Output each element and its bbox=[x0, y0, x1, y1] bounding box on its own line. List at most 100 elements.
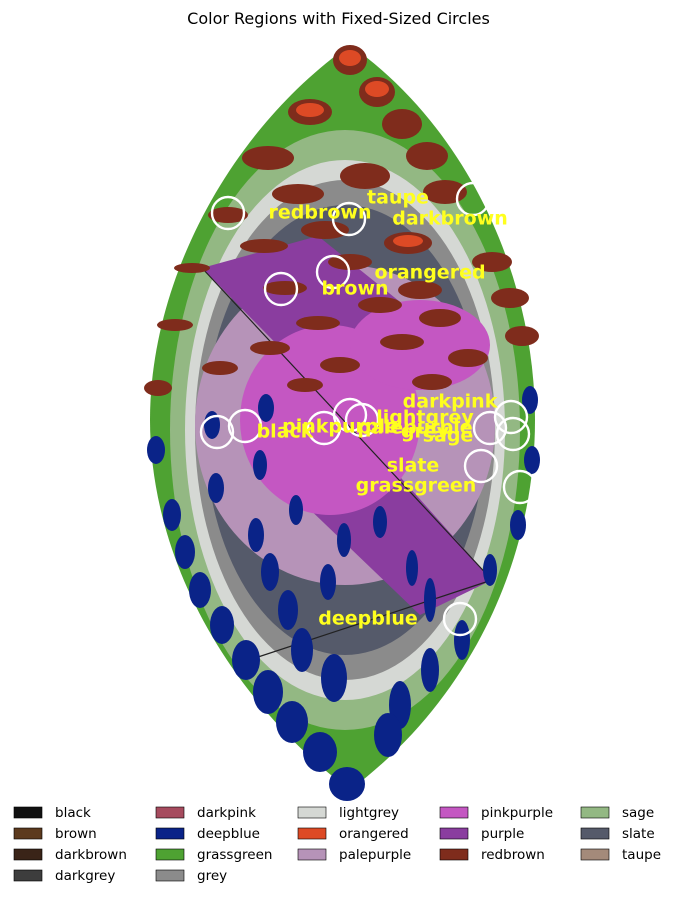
capsule bbox=[242, 146, 294, 170]
capsule bbox=[524, 446, 540, 474]
capsule bbox=[374, 713, 402, 757]
legend-swatch bbox=[155, 806, 185, 819]
region-label-orangered: orangered bbox=[374, 262, 485, 284]
circle-marker bbox=[493, 399, 529, 435]
capsule bbox=[202, 361, 238, 375]
legend-item-darkpink: darkpink bbox=[155, 805, 256, 821]
capsule bbox=[491, 288, 529, 308]
capsule bbox=[423, 180, 467, 204]
upper-capsules bbox=[144, 45, 539, 396]
legend-swatch bbox=[155, 869, 185, 882]
capsule bbox=[208, 207, 248, 223]
circle-marker bbox=[442, 601, 478, 637]
legend-item-darkbrown: darkbrown bbox=[13, 847, 127, 863]
capsule bbox=[157, 319, 193, 331]
circle-marker bbox=[263, 271, 299, 307]
legend-label: slate bbox=[622, 826, 655, 842]
legend-item-orangered: orangered bbox=[297, 826, 409, 842]
region-label-brown: brown bbox=[321, 278, 388, 300]
capsule bbox=[147, 436, 165, 464]
capsule bbox=[329, 767, 365, 801]
legend-item-slate: slate bbox=[580, 826, 655, 842]
capsule bbox=[296, 316, 340, 330]
capsule bbox=[240, 239, 288, 253]
capsule bbox=[380, 334, 424, 350]
circle-marker bbox=[344, 402, 380, 438]
legend-swatch bbox=[13, 869, 43, 882]
capsule bbox=[358, 297, 402, 313]
capsule bbox=[289, 495, 303, 525]
legend-item-lightgrey: lightgrey bbox=[297, 805, 399, 821]
circle-marker bbox=[495, 416, 531, 452]
capsule bbox=[406, 142, 448, 170]
legend-swatch bbox=[297, 806, 327, 819]
capsule bbox=[278, 590, 298, 630]
region-label-pinkpurple: pinkpurple bbox=[282, 416, 398, 438]
legend-swatch bbox=[155, 848, 185, 861]
region-label-taupe: taupe bbox=[367, 187, 429, 209]
legend-item-purple: purple bbox=[439, 826, 524, 842]
legend-label: palepurple bbox=[339, 847, 411, 863]
capsule bbox=[337, 523, 351, 557]
capsule bbox=[258, 394, 274, 422]
legend-swatch bbox=[439, 848, 469, 861]
capsule bbox=[522, 386, 538, 414]
legend-label: purple bbox=[481, 826, 524, 842]
capsule bbox=[174, 263, 210, 273]
capsule bbox=[263, 281, 307, 295]
lower-capsules bbox=[147, 386, 540, 801]
legend-label: lightgrey bbox=[339, 805, 399, 821]
legend-swatch bbox=[297, 848, 327, 861]
capsule bbox=[448, 349, 488, 367]
legend-item-darkgrey: darkgrey bbox=[13, 868, 115, 884]
legend-label: taupe bbox=[622, 847, 661, 863]
legend-item-taupe: taupe bbox=[580, 847, 661, 863]
region-label-slate: slate bbox=[387, 455, 440, 477]
legend-label: darkpink bbox=[197, 805, 256, 821]
capsule bbox=[276, 701, 308, 743]
capsule bbox=[189, 572, 211, 608]
chart-title: Color Regions with Fixed-Sized Circles bbox=[187, 9, 490, 28]
capsule bbox=[412, 374, 452, 390]
capsule bbox=[421, 648, 439, 692]
legend-label: pinkpurple bbox=[481, 805, 553, 821]
capsule bbox=[510, 510, 526, 540]
legend-swatch bbox=[297, 827, 327, 840]
legend-label: brown bbox=[55, 826, 97, 842]
legend-item-black: black bbox=[13, 805, 91, 821]
legend-swatch bbox=[580, 848, 610, 861]
capsule bbox=[321, 654, 347, 702]
capsule bbox=[253, 670, 283, 714]
legend-label: orangered bbox=[339, 826, 409, 842]
capsule bbox=[505, 326, 539, 346]
capsule bbox=[472, 252, 512, 272]
capsule bbox=[365, 81, 389, 97]
legend-swatch bbox=[13, 806, 43, 819]
capsule bbox=[248, 518, 264, 552]
legend-label: darkbrown bbox=[55, 847, 127, 863]
region-label-palepurple: palepurple bbox=[357, 417, 472, 439]
capsule bbox=[210, 606, 234, 644]
region-label-black: black bbox=[257, 421, 314, 443]
legend-item-pinkpurple: pinkpurple bbox=[439, 805, 553, 821]
capsule bbox=[398, 281, 442, 299]
capsule bbox=[208, 473, 224, 503]
legend-label: deepblue bbox=[197, 826, 260, 842]
legend-label: redbrown bbox=[481, 847, 545, 863]
capsule bbox=[419, 309, 461, 327]
legend-item-grassgreen: grassgreen bbox=[155, 847, 272, 863]
legend: black brown darkbrown darkgrey darkpink deepb… bbox=[13, 805, 661, 884]
capsule bbox=[373, 506, 387, 538]
legend-item-redbrown: redbrown bbox=[439, 847, 545, 863]
legend-item-brown: brown bbox=[13, 826, 97, 842]
legend-swatch bbox=[13, 827, 43, 840]
circle-marker bbox=[315, 254, 351, 290]
legend-label: grassgreen bbox=[197, 847, 272, 863]
circle-marker bbox=[210, 195, 246, 231]
legend-item-palepurple: palepurple bbox=[297, 847, 411, 863]
circle-marker bbox=[472, 410, 508, 446]
region-label-lightgrey: lightgrey bbox=[376, 407, 474, 429]
legend-swatch bbox=[13, 848, 43, 861]
circle-marker bbox=[227, 408, 263, 444]
